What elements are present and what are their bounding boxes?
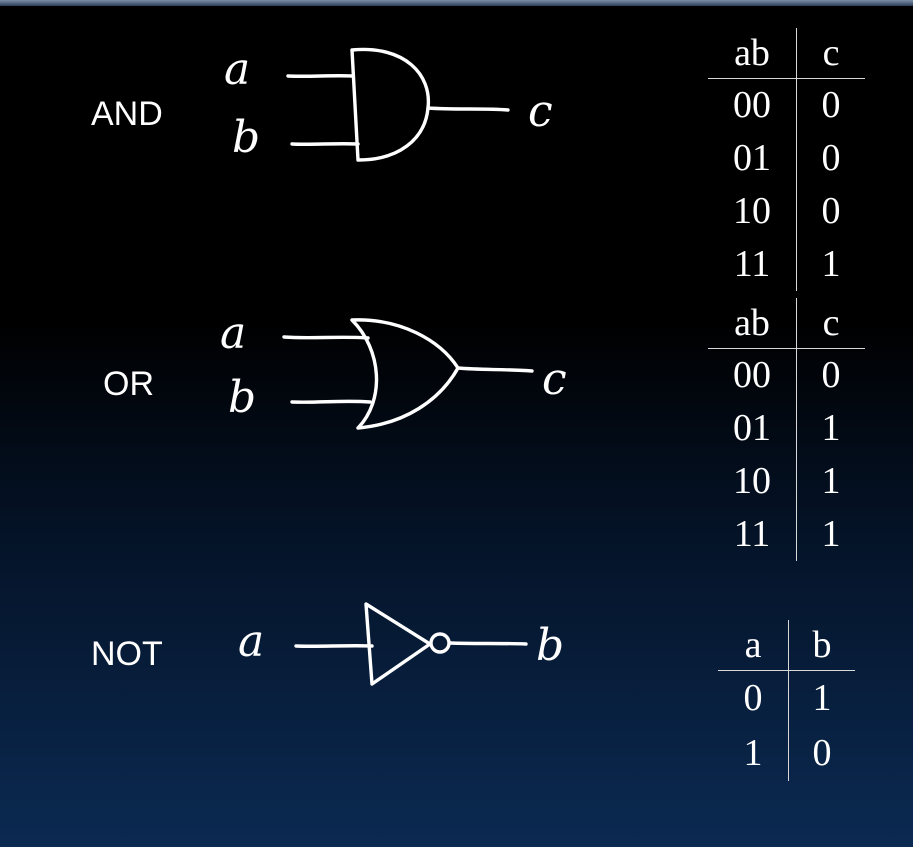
not-input-wire: [294, 644, 374, 648]
table-header-cell: ab: [708, 298, 797, 349]
and-truth-table: ab c 00 0 01 0 10 0 11 1: [708, 28, 865, 291]
table-cell: 00: [708, 348, 797, 402]
table-cell: 1: [821, 407, 841, 449]
table-header-row: ab c: [708, 28, 865, 79]
slide-top-bar: [0, 0, 913, 6]
table-cell: 0: [821, 137, 841, 179]
table-row: 10 0: [708, 185, 865, 238]
table-cell: 00: [708, 78, 797, 132]
not-gate-label: NOT: [91, 635, 163, 673]
table-header-cell: b: [788, 620, 855, 671]
or-gate-label: OR: [103, 365, 154, 403]
table-cell: 1: [821, 513, 841, 555]
table-row: 10 1: [708, 455, 865, 508]
table-cell: 0: [821, 84, 841, 126]
and-gate-label: AND: [91, 95, 163, 133]
table-cell: 10: [708, 185, 797, 238]
and-gate: a b c: [224, 44, 553, 163]
table-cell: 0: [718, 670, 789, 726]
table-header-cell: c: [796, 28, 865, 79]
table-row: 0 1: [718, 670, 855, 726]
table-cell: 1: [812, 677, 832, 719]
and-input-b-letter: b: [232, 112, 260, 163]
table-cell: 01: [708, 132, 797, 185]
table-row: 11 1: [708, 238, 865, 291]
or-output-c-letter: c: [542, 354, 567, 405]
table-cell: 0: [821, 354, 841, 396]
or-input-b-letter: b: [228, 372, 256, 423]
table-header-cell: a: [718, 620, 789, 671]
or-truth-table: ab c 00 0 01 1 10 1 11 1: [708, 298, 865, 561]
and-output-c-letter: c: [528, 86, 553, 137]
and-output-wire: [426, 106, 510, 112]
and-gate-body-symbol: [350, 47, 431, 162]
table-cell: 1: [821, 243, 841, 285]
or-gate: a b c: [220, 308, 567, 430]
and-input-b-wire: [290, 142, 360, 146]
not-inversion-bubble-symbol: [429, 632, 451, 654]
or-input-a-wire: [282, 335, 370, 340]
table-cell: 10: [708, 455, 797, 508]
and-input-a-letter: a: [224, 44, 250, 95]
or-input-a-letter: a: [220, 308, 246, 359]
table-row: 01 1: [708, 402, 865, 455]
table-row: 1 0: [718, 726, 855, 781]
table-cell: 1: [821, 460, 841, 502]
or-gate-body-symbol: [350, 318, 460, 430]
table-cell: 1: [718, 726, 789, 781]
not-output-b-letter: b: [536, 620, 564, 671]
table-header-cell: ab: [708, 28, 797, 79]
table-row: 00 0: [708, 348, 865, 402]
table-cell: 01: [708, 402, 797, 455]
not-truth-table: a b 0 1 1 0: [718, 620, 855, 781]
table-row: 00 0: [708, 78, 865, 132]
table-row: 01 0: [708, 132, 865, 185]
not-output-wire: [448, 641, 528, 646]
not-gate-triangle-symbol: [364, 602, 432, 686]
table-header-row: a b: [718, 620, 855, 671]
table-cell: 0: [821, 190, 841, 232]
table-header-cell: c: [796, 298, 865, 349]
table-cell: 0: [812, 732, 832, 774]
or-output-wire: [456, 366, 534, 373]
table-cell: 11: [708, 508, 797, 561]
table-row: 11 1: [708, 508, 865, 561]
or-input-b-wire: [290, 399, 372, 404]
table-header-row: ab c: [708, 298, 865, 349]
not-gate: a b: [238, 602, 564, 686]
not-input-a-letter: a: [238, 616, 264, 667]
and-input-a-wire: [286, 74, 354, 78]
table-cell: 11: [708, 238, 797, 291]
